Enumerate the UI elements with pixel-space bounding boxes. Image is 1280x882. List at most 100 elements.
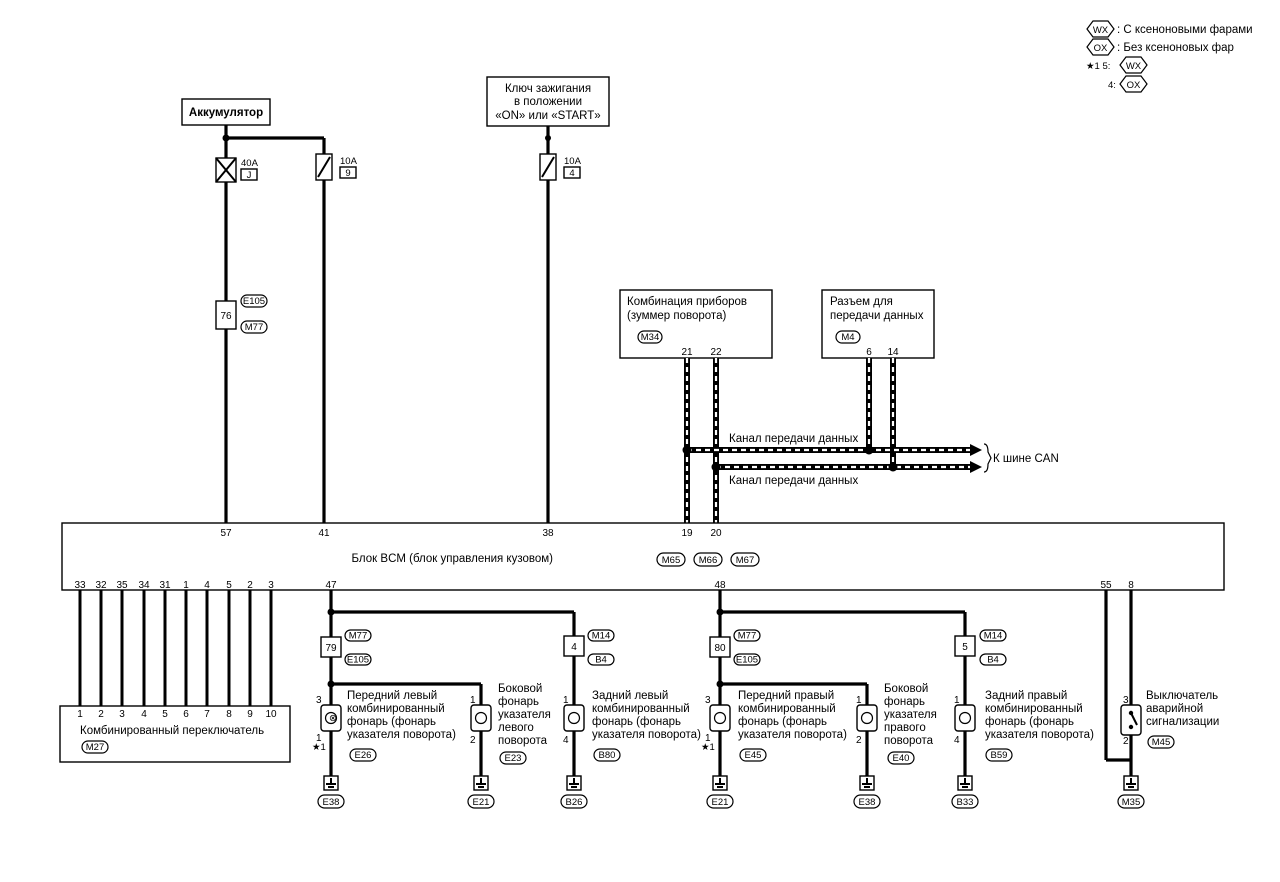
bcm-pin-8: 8 bbox=[1128, 580, 1134, 591]
front-left-lamp-line1: Передний левый bbox=[347, 690, 437, 702]
bcm-pin-41: 41 bbox=[318, 528, 330, 539]
side-right-lamp-line3: указателя bbox=[884, 709, 937, 721]
bcm-pin-57: 57 bbox=[220, 528, 232, 539]
legend: WX : С ксеноновыми фарами OX : Без ксено… bbox=[1086, 20, 1253, 93]
bcm-tag-m67: M67 bbox=[736, 555, 754, 566]
data-link-connector: Разъем для передачи данных M4 6 14 bbox=[821, 289, 935, 359]
bcm-pin-38: 38 bbox=[542, 528, 554, 539]
dlc-tag: M4 bbox=[841, 332, 854, 343]
front-right-lamp-line3: фонарь (фонарь bbox=[738, 716, 827, 728]
fuse-10a-9: 10A 9 bbox=[315, 153, 358, 181]
connector-4-tag-top: M14 bbox=[592, 631, 610, 642]
ground-e21-left: E21 bbox=[473, 797, 490, 808]
side-left-lamp-line5: поворота bbox=[498, 735, 548, 747]
cluster-pin-21: 21 bbox=[681, 347, 693, 358]
bcm-pin-20: 20 bbox=[710, 528, 722, 539]
connector-76-tag-bottom: M77 bbox=[245, 322, 263, 333]
rear-left-lamp-line3: фонарь (фонарь bbox=[592, 716, 681, 728]
legend-ox-tag: OX bbox=[1094, 43, 1108, 54]
battery-label: Аккумулятор bbox=[189, 107, 263, 119]
side-left-lamp-line4: левого bbox=[498, 722, 534, 734]
fuse-4-id: 4 bbox=[569, 168, 574, 179]
front-left-lamp-tag: E26 bbox=[355, 750, 372, 761]
bcm-pin-3: 3 bbox=[268, 580, 274, 591]
ignition-line1: Ключ зажигания bbox=[505, 83, 591, 95]
can-line2-label: Канал передачи данных bbox=[729, 475, 858, 487]
fuse-40a-rating: 40A bbox=[241, 158, 259, 169]
side-left-lamp-line3: указателя bbox=[498, 709, 551, 721]
bcm-pin-55: 55 bbox=[1100, 580, 1112, 591]
rear-left-lamp-line1: Задний левый bbox=[592, 690, 668, 702]
legend-star-line: ★1 5: bbox=[1086, 61, 1110, 72]
fuse-40a-id: J bbox=[247, 170, 252, 181]
connector-80-tag-bottom: E105 bbox=[736, 655, 758, 666]
fuse-10a-4: 10A 4 bbox=[539, 153, 582, 181]
rear-left-lamp-line4: указателя поворота) bbox=[592, 729, 701, 741]
hazard-line1: Выключатель bbox=[1146, 690, 1218, 702]
legend-four-line: 4: bbox=[1108, 80, 1116, 91]
connector-4-pin: 4 bbox=[571, 642, 577, 653]
side-right-lamp-line4: правого bbox=[884, 722, 926, 734]
front-right-lamp-line2: комбинированный bbox=[738, 703, 836, 715]
cs-pin-2: 2 bbox=[98, 709, 104, 720]
ground-e21-right: E21 bbox=[712, 797, 729, 808]
bcm-pin-35: 35 bbox=[116, 580, 128, 591]
front-right-lamp-line1: Передний правый bbox=[738, 690, 834, 702]
ground-b26: B26 bbox=[566, 797, 583, 808]
connector-4-tag-bottom: B4 bbox=[595, 655, 607, 666]
can-lines: Канал передачи данных Канал передачи дан… bbox=[682, 358, 1059, 523]
connector-80-tag-top: M77 bbox=[738, 631, 756, 642]
rear-right-lamp-tag: B59 bbox=[991, 750, 1008, 761]
cs-pin-8: 8 bbox=[226, 709, 232, 720]
fuse-9-id: 9 bbox=[345, 168, 350, 179]
bcm-pin-34: 34 bbox=[138, 580, 150, 591]
front-left-pin-bottom: 1 bbox=[316, 733, 322, 744]
dlc-pin-6: 6 bbox=[866, 347, 872, 358]
combination-switch: 1 2 3 4 5 6 7 8 9 10 Комбинированный пер… bbox=[59, 590, 291, 763]
bcm-pin-31: 31 bbox=[159, 580, 171, 591]
side-right-lamp-line1: Боковой bbox=[884, 683, 928, 695]
ignition-block: Ключ зажигания в положении «ON» или «STA… bbox=[486, 76, 610, 154]
cluster-pin-22: 22 bbox=[710, 347, 722, 358]
front-left-pin-top: 3 bbox=[316, 695, 322, 706]
svg-text:⊗: ⊗ bbox=[329, 713, 337, 724]
fuse-9-rating: 10A bbox=[340, 156, 358, 167]
dlc-line1: Разъем для bbox=[830, 296, 893, 308]
hazard-line3: сигнализации bbox=[1146, 716, 1219, 728]
legend-wx-tag: WX bbox=[1093, 25, 1109, 36]
connector-76-tag-top: E105 bbox=[243, 296, 265, 307]
cs-pin-9: 9 bbox=[247, 709, 253, 720]
hazard-pin-top: 3 bbox=[1123, 695, 1129, 706]
side-right-pin-top: 1 bbox=[856, 695, 862, 706]
rear-right-lamp-line3: фонарь (фонарь bbox=[985, 716, 1074, 728]
front-left-lamp-line2: комбинированный bbox=[347, 703, 445, 715]
ignition-line2: в положении bbox=[514, 96, 582, 108]
rear-left-lamp-tag: B80 bbox=[599, 750, 616, 761]
bcm-label: Блок BCM (блок управления кузовом) bbox=[352, 553, 554, 565]
legend-wx-text: : С ксеноновыми фарами bbox=[1117, 24, 1253, 36]
ground-b33: B33 bbox=[957, 797, 974, 808]
connector-79-tag-bottom: E105 bbox=[347, 655, 369, 666]
hazard-line2: аварийной bbox=[1146, 703, 1203, 715]
front-right-lamp-tag: E45 bbox=[745, 750, 762, 761]
bcm-pin-48: 48 bbox=[714, 580, 726, 591]
legend-four-tag: OX bbox=[1127, 80, 1141, 91]
front-left-lamp-line3: фонарь (фонарь bbox=[347, 716, 436, 728]
side-left-pin-bottom: 2 bbox=[470, 735, 476, 746]
bcm-pin-32: 32 bbox=[95, 580, 107, 591]
legend-star-tag: WX bbox=[1126, 61, 1142, 72]
rear-left-pin-bottom: 4 bbox=[563, 735, 569, 746]
cs-pin-6: 6 bbox=[183, 709, 189, 720]
front-left-lamp-line4: указателя поворота) bbox=[347, 729, 456, 741]
ground-m35: M35 bbox=[1122, 797, 1140, 808]
ground-e38-left: E38 bbox=[323, 797, 340, 808]
side-right-lamp-line5: поворота bbox=[884, 735, 934, 747]
bcm-block: 57 41 38 19 20 Блок BCM (блок управления… bbox=[61, 522, 1225, 591]
side-left-pin-top: 1 bbox=[470, 695, 476, 706]
hazard-tag: M45 bbox=[1152, 737, 1170, 748]
rear-right-lamp-line1: Задний правый bbox=[985, 690, 1067, 702]
bcm-pin-47: 47 bbox=[325, 580, 337, 591]
cs-pin-10: 10 bbox=[265, 709, 277, 720]
cs-pin-7: 7 bbox=[204, 709, 210, 720]
side-right-pin-bottom: 2 bbox=[856, 735, 862, 746]
